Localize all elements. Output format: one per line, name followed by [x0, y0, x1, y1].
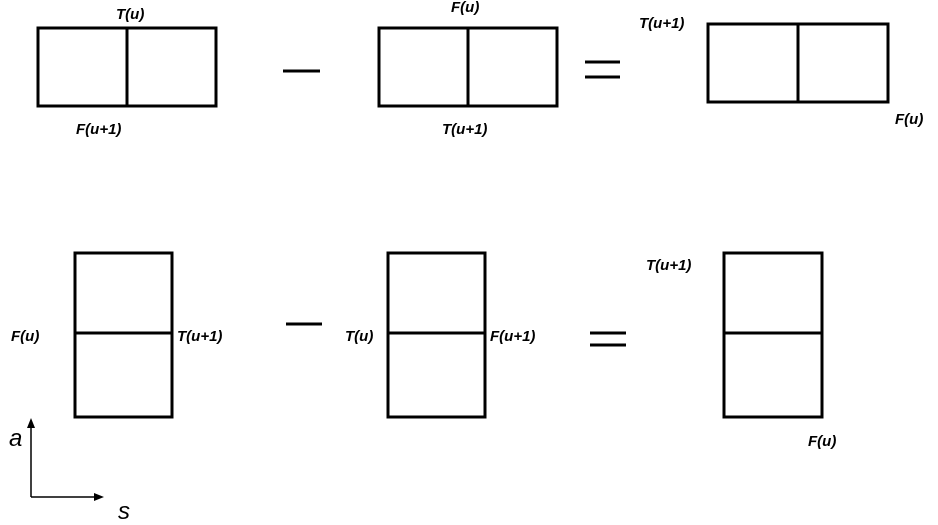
row2-term2-right-label: F(u+1) — [490, 328, 535, 345]
row2-result-box — [722, 251, 824, 419]
row2-result: T(u+1) F(u) — [646, 251, 836, 450]
vertical-arrowhead-icon — [27, 418, 35, 428]
row2-result-bottom-right-label: F(u) — [808, 433, 836, 450]
vertical-axis-label: a — [9, 425, 22, 452]
row1-term1-top-label: T(u) — [116, 6, 144, 23]
horizontal-axis-label: s — [118, 498, 130, 525]
row2-term2-left-label: T(u) — [345, 328, 373, 345]
row2-term1-left-label: F(u) — [11, 328, 39, 345]
row2-result-top-left-label: T(u+1) — [646, 257, 691, 274]
row2-term1-right-label: T(u+1) — [177, 328, 222, 345]
row1-term1-bottom-label: F(u+1) — [76, 121, 121, 138]
row1-result: T(u+1) F(u) — [639, 15, 923, 128]
horizontal-arrowhead-icon — [94, 493, 104, 501]
row2-term2: T(u) F(u+1) — [345, 251, 535, 419]
row1-term2-bottom-label: T(u+1) — [442, 121, 487, 138]
row2-term1: F(u) T(u+1) — [11, 251, 222, 419]
row1-term1: T(u) F(u+1) — [36, 6, 218, 138]
row2-term1-box — [73, 251, 174, 419]
row1-result-top-left-label: T(u+1) — [639, 15, 684, 32]
row1-term2: F(u) T(u+1) — [377, 0, 559, 138]
row1-term2-top-label: F(u) — [451, 0, 479, 16]
row2-term2-box — [386, 251, 487, 419]
row1-result-bottom-right-label: F(u) — [895, 111, 923, 128]
axis-indicator: a s — [9, 418, 130, 525]
